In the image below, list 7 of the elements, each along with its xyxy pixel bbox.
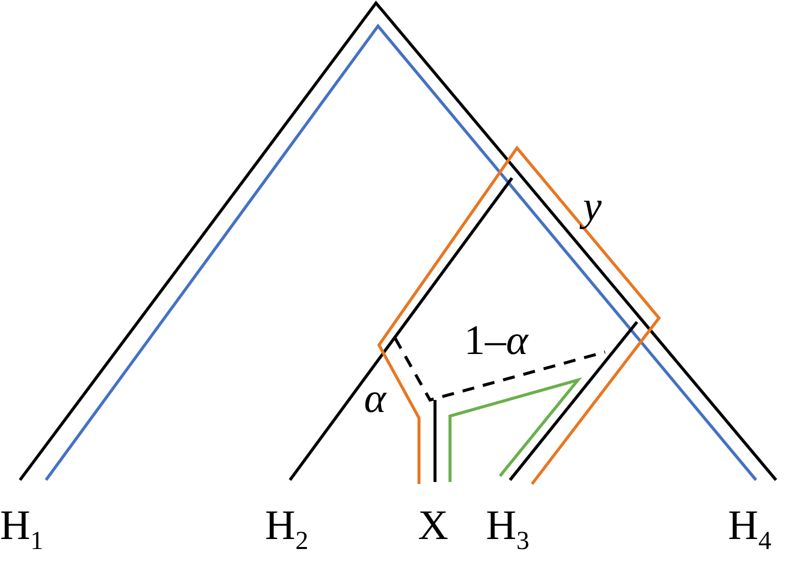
taxon-label: H$_{2}$ [265,505,308,554]
taxon-label: X [418,505,448,547]
branch-weight-label: 1–α [464,320,528,362]
branch-weight-label: α [364,378,386,420]
taxon-label: H$_{1}$ [0,505,44,554]
taxon-label: H$_{4}$ [728,505,772,554]
taxon-label: H$_{3}$ [486,505,530,554]
